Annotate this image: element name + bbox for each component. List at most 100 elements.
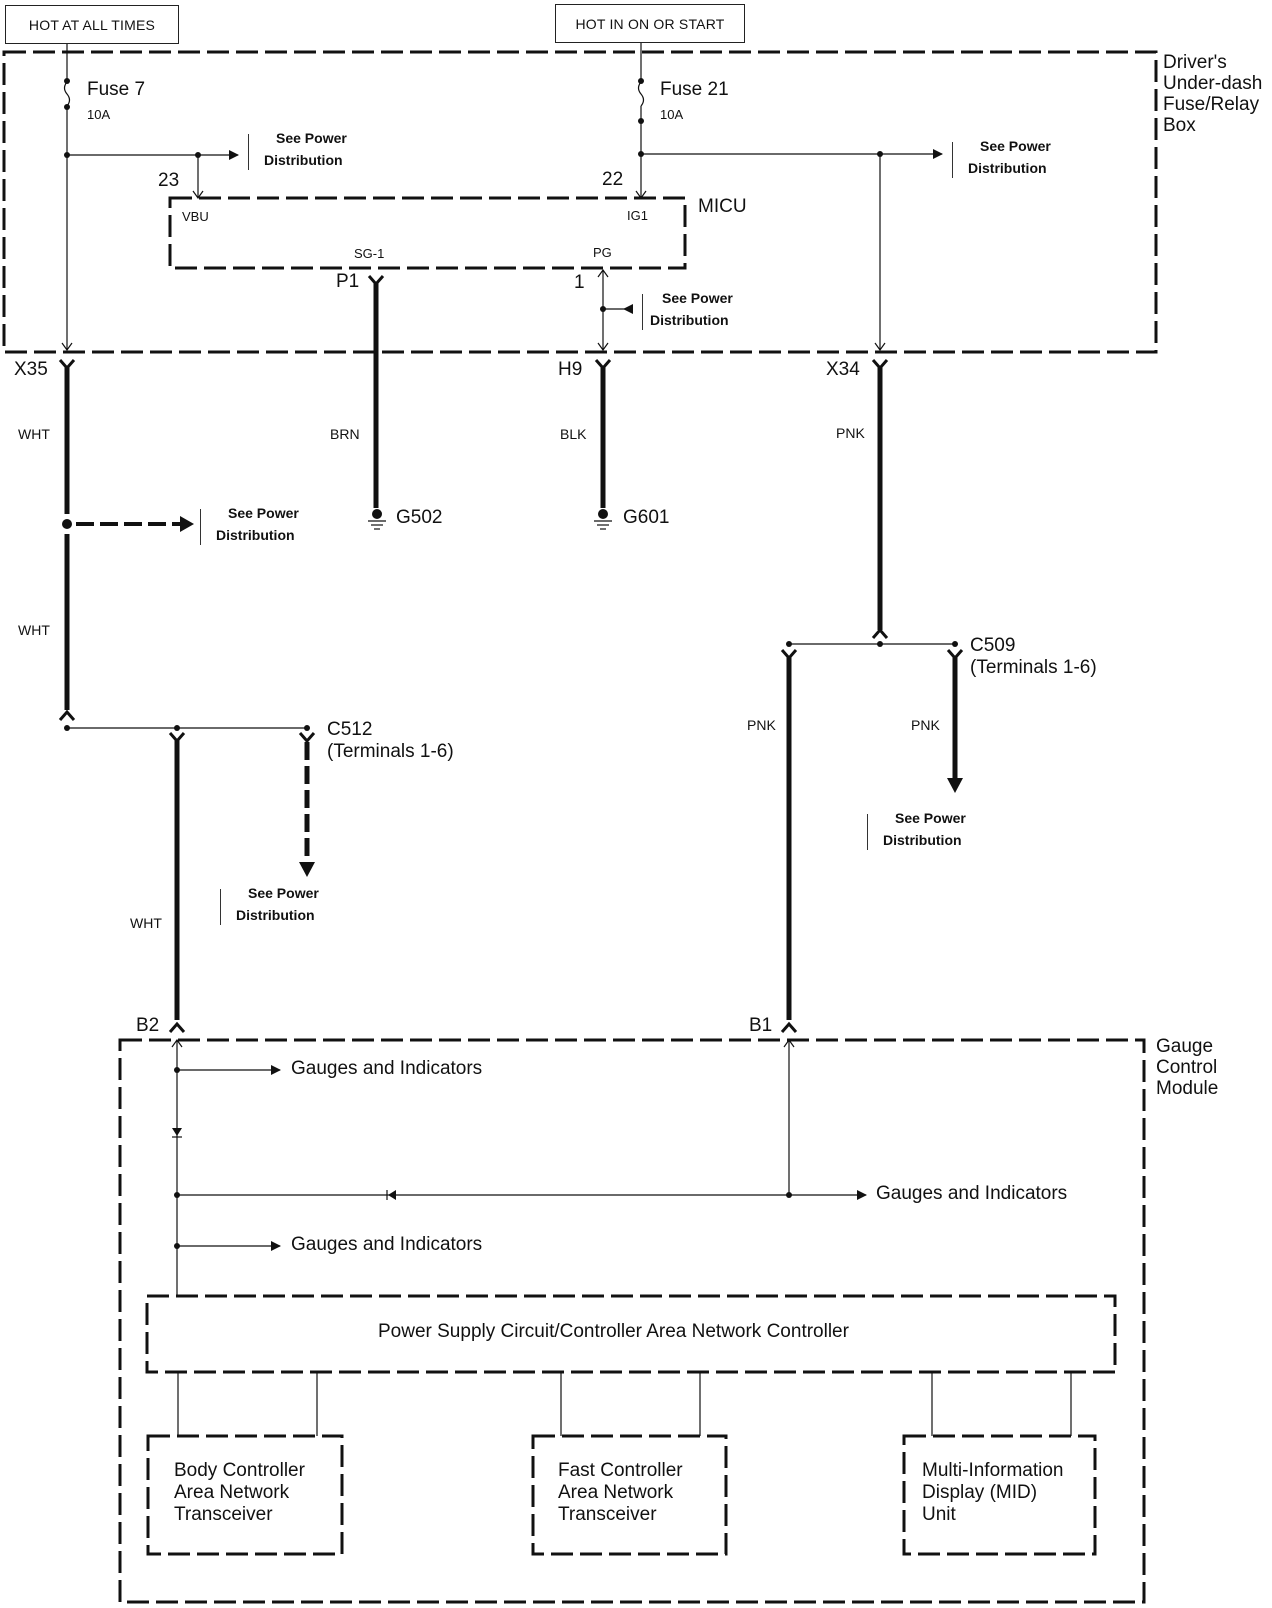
- fast-can-box: [531, 1434, 728, 1556]
- c509-terminals-label: (Terminals 1-6): [970, 657, 1097, 678]
- spd-line1: See Power: [228, 505, 299, 521]
- b2-connector-label: B2: [136, 1015, 160, 1036]
- fuse-relay-box-outline: [2, 50, 1158, 354]
- x35-pin-arrow: [61, 342, 73, 352]
- c509-spd-arrow: [947, 778, 963, 793]
- wire-color-c509-branch: PNK: [911, 717, 940, 733]
- spd-line1: See Power: [662, 290, 733, 306]
- wire-color-pg: BLK: [560, 426, 587, 442]
- wire-color-x35-lower: WHT: [18, 622, 50, 638]
- p1-connector-symbol: [367, 275, 385, 287]
- h9-connector-label: H9: [558, 359, 583, 380]
- x35-connector-label: X35: [14, 359, 48, 380]
- pg-spd-arrow: [623, 304, 633, 314]
- wire-color-x34: PNK: [836, 425, 865, 441]
- vbu-pin-arrow: [192, 190, 204, 200]
- gauge-module-outline: [118, 1038, 1146, 1604]
- p1-connector-label: P1: [336, 271, 360, 292]
- vbu-pin-number: 23: [158, 170, 180, 191]
- junction-dot: [877, 641, 883, 647]
- wire-color-sg1: BRN: [330, 426, 360, 442]
- b1-pin-arrow: [783, 1038, 795, 1048]
- spd-line2: Distribution: [236, 907, 315, 923]
- pg-pin-number: 1: [574, 272, 585, 293]
- mid-label: Multi-Information Display (MID) Unit: [922, 1460, 1064, 1525]
- body-can-label: Body Controller Area Network Transceiver: [174, 1460, 305, 1525]
- fuse7-symbol: [63, 81, 71, 107]
- ig1-pin-number: 22: [602, 169, 624, 190]
- body-can-box: [146, 1434, 344, 1556]
- sg1-pin-label: SG-1: [354, 246, 385, 261]
- spd-bar: [642, 294, 643, 330]
- gauge-module-label: Gauge Control Module: [1156, 1036, 1219, 1099]
- c512-spd-arrow: [299, 862, 315, 877]
- c512-in-connector: [58, 709, 76, 721]
- junction-dot: [64, 725, 70, 731]
- spd-line2: Distribution: [883, 832, 962, 848]
- spd-bar: [220, 889, 221, 925]
- fuse7-name: Fuse 7: [87, 79, 146, 100]
- c512-spd-connector: [298, 732, 316, 744]
- gauges-indicators-2[interactable]: Gauges and Indicators: [876, 1183, 1068, 1204]
- diode-symbol: [388, 1190, 396, 1200]
- junction-dot: [952, 641, 958, 647]
- ground-g601-label: G601: [623, 507, 670, 528]
- fuse21-symbol: [637, 81, 645, 107]
- b1-connector-symbol: [780, 1021, 798, 1033]
- b1-connector-label: B1: [749, 1015, 773, 1036]
- ground-g502-symbol: [368, 509, 386, 530]
- power-supply-box: [145, 1294, 1117, 1374]
- mid-box: [902, 1434, 1097, 1556]
- vbu-pin-label: VBU: [182, 209, 209, 224]
- junction-dot: [304, 725, 310, 731]
- fuse7-rating: 10A: [87, 107, 111, 122]
- junction-dot: [638, 78, 644, 84]
- power-supply-label: Power Supply Circuit/Controller Area Net…: [378, 1321, 849, 1342]
- diode-symbol: [172, 1128, 182, 1136]
- hot-in-on-or-start-box: HOT IN ON OR START: [555, 4, 745, 43]
- hot-at-all-times-box: HOT AT ALL TIMES: [5, 5, 179, 44]
- spd-line2: Distribution: [216, 527, 295, 543]
- wire-color-b1: PNK: [747, 717, 776, 733]
- x34-pin-arrow: [874, 342, 886, 352]
- wire-color-x35-upper: WHT: [18, 426, 50, 442]
- spd-line2: Distribution: [264, 152, 343, 168]
- ground-g601-symbol: [594, 509, 612, 530]
- gauges-indicators-3[interactable]: Gauges and Indicators: [291, 1234, 483, 1255]
- ig1-pin-arrow: [635, 190, 647, 200]
- junction-dot: [174, 725, 180, 731]
- b2-connector-symbol: [168, 1021, 186, 1033]
- spd-bar: [200, 509, 201, 545]
- spd-bar: [867, 814, 868, 850]
- micu-box-outline: [168, 196, 687, 270]
- wht-spd-arrow: [180, 516, 194, 532]
- wire-color-b2: WHT: [130, 915, 162, 931]
- hot-in-on-or-start-label: HOT IN ON OR START: [575, 15, 725, 32]
- ig1-pin-label: IG1: [627, 208, 648, 223]
- spd-line1: See Power: [980, 138, 1051, 154]
- h9-pin-arrow: [597, 342, 609, 352]
- splice-dot: [62, 519, 72, 529]
- hot-at-all-times-label: HOT AT ALL TIMES: [28, 16, 156, 33]
- spd-line1: See Power: [895, 810, 966, 826]
- junction-dot: [64, 78, 70, 84]
- spd-line1: See Power: [276, 130, 347, 146]
- fuse21-name: Fuse 21: [660, 79, 729, 100]
- c512-connector-label: C512: [327, 719, 373, 740]
- micu-label: MICU: [698, 196, 747, 217]
- pg-pin-label: PG: [593, 245, 612, 260]
- spd-bar: [952, 142, 953, 178]
- fuse-box-label: Driver's Under-dash Fuse/Relay Box: [1163, 52, 1263, 136]
- junction-dot: [786, 641, 792, 647]
- fuse21-rating: 10A: [660, 107, 684, 122]
- fast-can-label: Fast Controller Area Network Transceiver: [558, 1460, 683, 1525]
- b2-pin-arrow: [171, 1038, 183, 1048]
- gauges-indicators-1[interactable]: Gauges and Indicators: [291, 1058, 483, 1079]
- c509-in-connector: [871, 627, 889, 639]
- c512-terminals-label: (Terminals 1-6): [327, 741, 454, 762]
- c512-out-connector: [168, 732, 186, 744]
- x34-connector-label: X34: [826, 359, 860, 380]
- spd-line1: See Power: [248, 885, 319, 901]
- spd-bar: [248, 134, 249, 170]
- pg-pin-arrow: [597, 268, 609, 278]
